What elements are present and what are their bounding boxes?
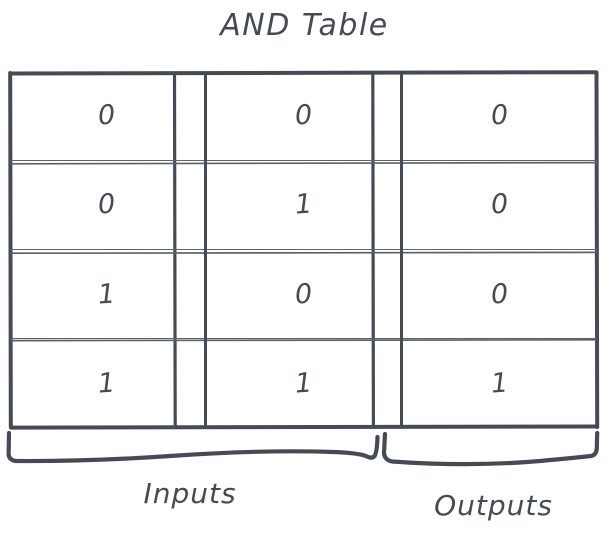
table-cell-output: 1	[401, 339, 597, 427]
cell-value: 0	[97, 188, 117, 221]
table-cell-input-a: 0	[10, 72, 208, 161]
page-title: AND Table	[220, 8, 389, 43]
table-row: 0 1 0	[10, 160, 597, 250]
cell-value: 1	[97, 367, 117, 400]
truth-table: 0 0 0 0 1 0 1 0 0 1 1 1	[10, 72, 597, 427]
inputs-brace	[6, 430, 380, 464]
table-row: 0 0 0	[10, 72, 597, 161]
inputs-label: Inputs	[143, 477, 237, 510]
table-row: 1 1 1	[10, 338, 597, 427]
table-cell-input-a: 1	[10, 249, 208, 340]
cell-value: 1	[293, 188, 314, 221]
table-cell-input-b: 1	[205, 338, 403, 427]
cell-value: 0	[293, 99, 314, 132]
cell-value: 0	[490, 188, 510, 221]
table-row: 1 0 0	[10, 249, 597, 340]
cell-value: 1	[97, 278, 117, 311]
outputs-label: Outputs	[434, 489, 553, 522]
table-cell-input-b: 1	[205, 160, 403, 250]
table-cell-output: 0	[401, 249, 597, 340]
outputs-brace	[381, 430, 600, 467]
table-cell-output: 0	[401, 72, 597, 161]
table-cell-input-b: 0	[205, 249, 403, 340]
cell-value: 0	[490, 278, 510, 311]
cell-value: 0	[490, 99, 510, 132]
table-cell-input-a: 1	[10, 338, 208, 427]
cell-value: 1	[490, 367, 510, 400]
table-cell-input-a: 0	[10, 160, 208, 250]
table-cell-output: 0	[401, 160, 597, 250]
cell-value: 1	[293, 367, 314, 400]
cell-value: 0	[293, 278, 314, 311]
cell-value: 0	[97, 99, 117, 132]
table-cell-input-b: 0	[205, 72, 403, 161]
table-border-bottom	[9, 424, 599, 430]
